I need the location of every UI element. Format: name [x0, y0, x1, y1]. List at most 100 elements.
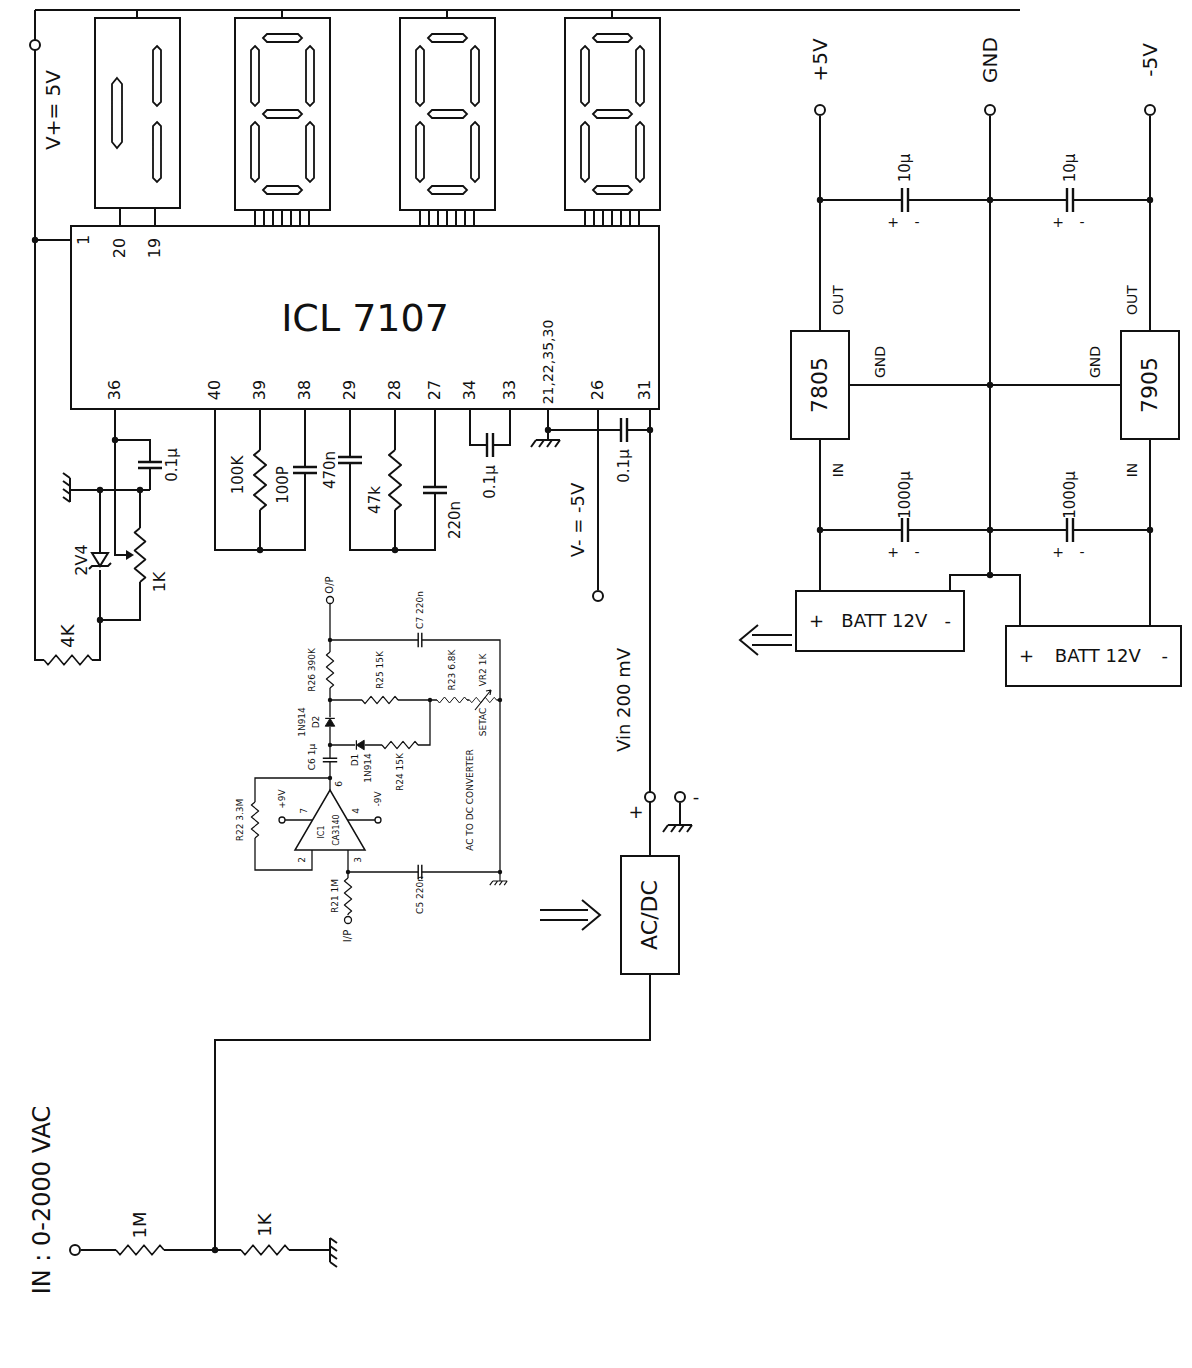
diode-symbol: [325, 717, 336, 727]
junction-dot: [328, 776, 332, 780]
component-value: CA3140: [333, 814, 341, 845]
display-segments: [416, 34, 479, 194]
node-text: -: [1161, 647, 1168, 665]
junction-dot: [1147, 527, 1153, 533]
junction-dot: [987, 382, 993, 388]
display-segments: [112, 46, 161, 182]
ground-symbol: [320, 1238, 337, 1267]
component-value: 1N914: [364, 753, 373, 783]
terminal-label: +5V: [810, 38, 830, 81]
wire-connector: [649, 410, 651, 855]
component-value: SETAC: [479, 708, 488, 736]
component-value: 0.1μ: [483, 465, 498, 498]
pin-number: 33: [502, 380, 518, 400]
diode-symbol: [355, 740, 365, 751]
capacitor-symbol: [322, 758, 338, 762]
pin-number: 7: [300, 808, 309, 814]
junction-dot: [392, 547, 398, 553]
terminal: [345, 917, 352, 924]
component-value: 1000μ: [1063, 471, 1078, 519]
junction-dots: [32, 197, 1153, 1253]
component-value: R24 15K: [396, 753, 405, 791]
chip-pin-wires: [215, 410, 680, 815]
junction-dot: [32, 237, 38, 243]
pin-number: 39: [252, 380, 268, 400]
node-text: +: [809, 612, 824, 630]
component-value: D2: [312, 716, 321, 729]
pin-number: 40: [207, 380, 223, 400]
component-value: 47k: [368, 486, 383, 514]
wiper-arrow: [126, 550, 134, 560]
pin-label: OUT: [1125, 285, 1139, 315]
component-value: D1: [351, 754, 360, 767]
node-text: +: [1019, 647, 1034, 665]
polarity-sign: +: [1052, 545, 1064, 559]
junction-dot: [328, 743, 332, 747]
pin-number: 38: [297, 380, 313, 400]
pin-number: 36: [107, 380, 123, 400]
resistor-symbol: [437, 696, 467, 704]
component-value: R22 3.3M: [236, 799, 245, 842]
terminal: [593, 591, 603, 601]
component-value: VR2 1K: [479, 654, 488, 687]
node-text: BATT 12V: [1055, 647, 1141, 665]
pin-number: 3: [354, 857, 363, 863]
polarity-sign: -: [1079, 545, 1084, 559]
component-value: 2V4: [74, 544, 90, 575]
junction-dot: [97, 617, 103, 623]
junction-dot: [112, 437, 118, 443]
polarity-sign: -: [914, 545, 919, 559]
pin-label: IN: [831, 463, 845, 478]
pin-number: 28: [387, 380, 403, 400]
resistor-symbol: [387, 450, 403, 510]
terminal: [1145, 105, 1155, 115]
junction-dot: [987, 197, 993, 203]
junction-dot: [212, 1247, 218, 1253]
regulator-box: 7905: [1120, 330, 1180, 440]
component-value: C7 220n: [416, 591, 425, 629]
ground-symbol: [531, 430, 560, 447]
terminal: [30, 40, 40, 50]
capacitor-symbol: [487, 432, 493, 458]
capacitor-symbol: [1067, 187, 1073, 213]
capacitor-symbol: [337, 457, 363, 463]
pin-label: OUT: [831, 285, 845, 315]
display-digit: [235, 18, 330, 210]
wire-connector: [950, 575, 1020, 625]
capacitor-symbol: [422, 487, 448, 493]
component-value: C5 220n: [416, 876, 425, 914]
junction-dot: [137, 487, 143, 493]
terminal: [327, 597, 334, 604]
terminal-label: O/P: [325, 576, 335, 593]
junction-dot: [346, 870, 350, 874]
junction-dot: [545, 427, 551, 433]
polarity-sign: +: [1052, 215, 1064, 229]
terminal: [985, 105, 995, 115]
pin-number: 20: [112, 238, 128, 258]
component-value: 10μ: [1063, 154, 1078, 183]
terminal: [815, 105, 825, 115]
capacitor-symbol: [902, 517, 908, 543]
resistor-symbol: [343, 878, 353, 914]
pin-number: 34: [462, 380, 478, 400]
polarity-sign: +: [887, 215, 899, 229]
pin-number: 6: [335, 781, 344, 787]
node-text: BATT 12V: [841, 612, 927, 630]
resistor-symbol: [362, 695, 398, 705]
zener-symbol: [89, 552, 111, 570]
input-divider-wires: [81, 975, 650, 1250]
component-value: 470n: [323, 451, 338, 489]
input-label: IN : 0-2000 VAC: [30, 1106, 54, 1295]
polarity-sign: +: [628, 803, 643, 821]
terminal: [70, 1245, 80, 1255]
battery-box: +BATT 12V-: [795, 590, 965, 652]
junction-dot: [647, 427, 653, 433]
component-value: 1K: [152, 572, 168, 593]
terminal-label: I/P: [343, 930, 353, 942]
component-value: 220n: [448, 501, 463, 539]
supply-label: -9V: [374, 791, 383, 806]
junction-dot: [328, 638, 332, 642]
capacitor-symbol: [902, 187, 908, 213]
capacitor-symbol: [418, 632, 422, 648]
